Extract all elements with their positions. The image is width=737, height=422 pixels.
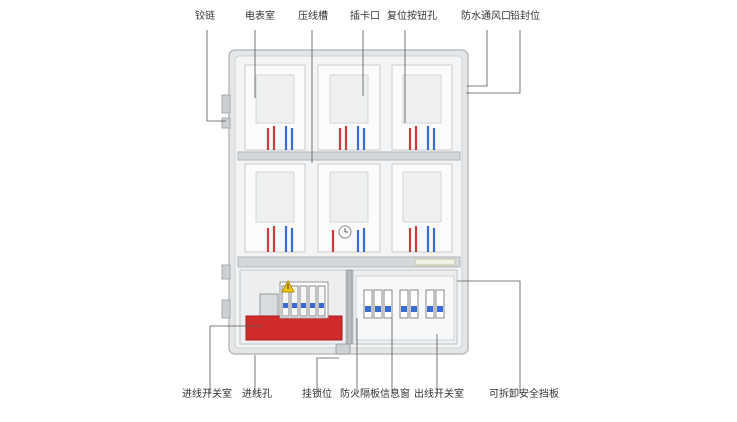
lower-divider xyxy=(237,256,461,268)
wiring-top xyxy=(266,126,436,150)
label-incoming-switch-room: 进线开关室 xyxy=(182,389,232,400)
outgoing-switch-chamber xyxy=(352,269,458,345)
info-sticker xyxy=(414,258,456,266)
clock-icon xyxy=(338,225,352,239)
label-card-slot: 插卡口 xyxy=(350,11,380,22)
wiring-middle xyxy=(266,226,436,252)
label-vent: 防水通风口 xyxy=(461,11,511,22)
fire-partition xyxy=(346,269,353,345)
label-removable-safety-baffle: 可拆卸安全挡板 xyxy=(489,389,559,400)
incoming-switch-chamber xyxy=(239,269,347,345)
label-hinge: 铰链 xyxy=(195,11,215,22)
label-meter-chamber: 电表室 xyxy=(245,11,275,22)
label-reset-button-hole: 复位按钮孔 xyxy=(387,11,437,22)
label-lead-seal: 铅封位 xyxy=(510,11,540,22)
label-fire-partition: 防火隔板 xyxy=(340,389,380,400)
label-inlet-hole: 进线孔 xyxy=(242,389,272,400)
hinge-group xyxy=(221,94,231,319)
label-padlock-position: 挂锁位 xyxy=(302,389,332,400)
leader-lines xyxy=(206,30,521,394)
label-outgoing-switch-room: 出线开关室 xyxy=(414,389,464,400)
meter-chamber-row-top xyxy=(244,64,453,151)
warning-icon xyxy=(281,279,295,293)
padlock-position xyxy=(335,343,351,355)
label-cable-trough: 压线槽 xyxy=(298,11,328,22)
label-info-window: 信息窗 xyxy=(380,389,410,400)
meter-chamber-row-middle xyxy=(244,163,453,253)
cable-trough xyxy=(237,151,461,161)
